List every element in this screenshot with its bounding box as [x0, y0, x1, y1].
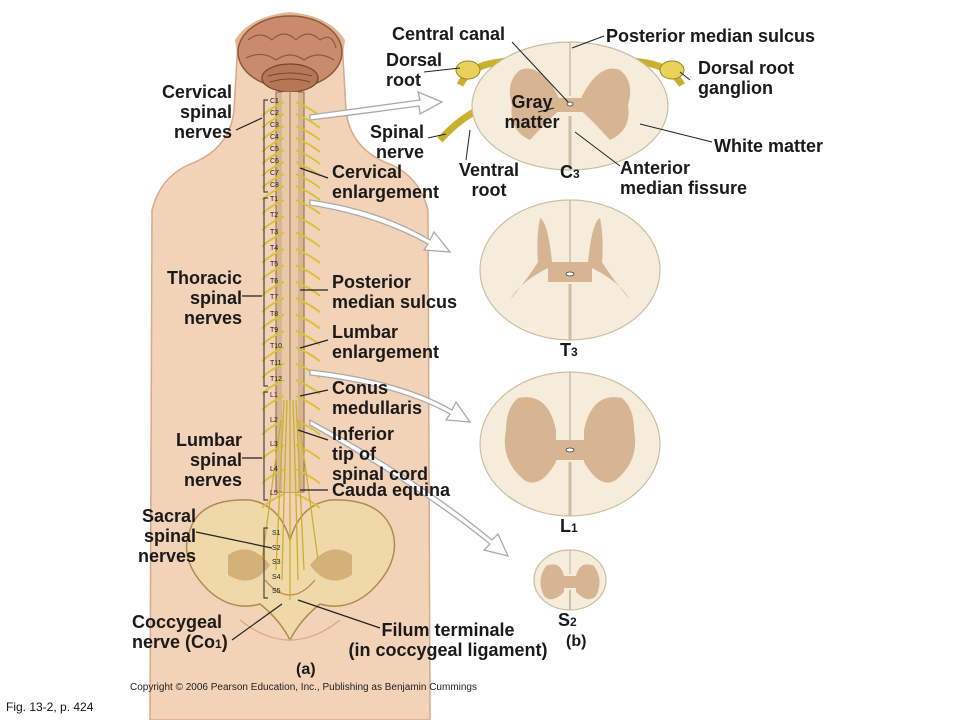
label-lumbar-spinal-nerves: Lumbar spinal nerves [175, 430, 242, 490]
label-white-matter: White matter [714, 136, 824, 156]
label-cervical-spinal-nerves: Cervical spinal nerves [161, 82, 232, 142]
label-filum-terminale: Filum terminale (in coccygeal ligament) [348, 620, 548, 660]
nerve-right-t10 [295, 346, 321, 363]
label-section-c3: C3 [560, 162, 580, 182]
segment-label-t9: T9 [270, 326, 279, 334]
nerve-right-t4 [295, 248, 321, 264]
segment-label-c6: C6 [270, 158, 279, 165]
cross-section-s2 [533, 549, 607, 611]
label-dorsal-root-ganglion: Dorsal root ganglion [698, 58, 795, 98]
c3-leaders [423, 35, 713, 167]
segment-label-c3: C3 [270, 122, 279, 129]
segment-label-l1: L1 [270, 392, 278, 399]
label-panel-b: (b) [566, 633, 587, 650]
segment-label-c5: C5 [270, 146, 279, 153]
segment-label-t3: T3 [270, 228, 279, 236]
segment-label-s5: S5 [272, 588, 281, 595]
segment-label-l4: L4 [270, 465, 278, 473]
segment-label-t1: T1 [270, 196, 279, 203]
figure-reference: Fig. 13-2, p. 424 [6, 700, 94, 714]
cross-section-c3 [437, 41, 686, 171]
nerve-right-c4 [295, 137, 321, 153]
segment-label-t10: T10 [270, 343, 283, 351]
nerve-right-t5 [295, 264, 321, 281]
nerve-right-t1 [295, 199, 321, 215]
segment-label-s1: S1 [272, 530, 281, 537]
label-spinal-nerve: Spinal nerve [369, 122, 424, 162]
nerve-right-t2 [295, 215, 321, 232]
segment-label-l2: L2 [270, 416, 278, 424]
cauda-equina [261, 399, 319, 600]
segment-label-t2: T2 [270, 212, 279, 220]
segment-label-s3: S3 [272, 559, 281, 566]
nerve-right-t8 [295, 313, 321, 330]
nerve-right-t3 [295, 231, 321, 248]
nerve-right-t6 [295, 280, 321, 297]
segment-label-s2: S2 [272, 544, 281, 552]
segment-label-s4: S4 [272, 573, 281, 581]
section-arrows [309, 90, 510, 557]
segment-label-c1: C1 [270, 98, 279, 105]
segment-label-c4: C4 [270, 134, 279, 141]
segment-label-t5: T5 [270, 261, 279, 269]
label-coccygeal-nerve: Coccygeal nerve (Co1) [132, 612, 228, 652]
nerve-right-l2 [295, 419, 321, 436]
label-lumbar-enlargement: Lumbar enlargement [332, 322, 440, 362]
nerve-right-l1 [295, 395, 321, 411]
label-posterior-median-sulcus-c3: Posterior median sulcus [606, 26, 816, 46]
nerve-right-l4 [295, 468, 321, 485]
label-cauda-equina: Cauda equina [332, 480, 451, 500]
nerve-left-l5 [261, 493, 285, 509]
nerve-right-t9 [295, 329, 321, 346]
nerve-right-c5 [295, 149, 321, 165]
segment-label-c8: C8 [270, 182, 279, 189]
segment-label-l3: L3 [270, 441, 278, 448]
nerve-right-c2 [295, 113, 321, 129]
label-dorsal-root: Dorsal root [386, 50, 443, 90]
segment-label-c2: C2 [270, 110, 279, 117]
leader-lines [195, 117, 381, 641]
segment-label-t11: T11 [270, 359, 282, 367]
segment-label-l5: L5 [270, 490, 278, 497]
nerve-right-c7 [295, 173, 321, 189]
label-ventral-root: Ventral root [458, 160, 520, 200]
label-section-t3: T3 [560, 340, 578, 360]
label-thoracic-spinal-nerves: Thoracic spinal nerves [166, 268, 242, 328]
segment-label-t6: T6 [270, 277, 279, 285]
segment-label-t8: T8 [270, 310, 279, 318]
nerve-right-t7 [295, 297, 321, 313]
label-section-s2: S2 [558, 610, 577, 630]
label-cervical-enlargement: Cervical enlargement [332, 162, 440, 202]
segment-label-t12: T12 [270, 376, 283, 383]
label-inferior-tip: Inferior tip of spinal cord [332, 424, 429, 484]
label-section-l1: L1 [560, 516, 578, 536]
label-anterior-median-fissure: Anterior median fissure [620, 158, 748, 198]
nerve-right-l5 [295, 493, 321, 509]
label-gray-matter: Gray matter [504, 92, 560, 132]
label-posterior-median-sulcus: Posterior median sulcus [332, 272, 458, 312]
label-central-canal: Central canal [392, 24, 506, 44]
segment-brackets [263, 99, 268, 599]
label-sacral-spinal-nerves: Sacral spinal nerves [137, 506, 196, 566]
segment-label-c7: C7 [270, 170, 279, 177]
cross-section-l1 [479, 371, 661, 517]
segment-label-t7: T7 [270, 294, 279, 302]
nerve-right-c8 [295, 185, 321, 201]
cross-section-t3 [479, 199, 661, 341]
nerve-right-c3 [295, 125, 321, 141]
label-panel-a: (a) [296, 661, 316, 678]
label-conus-medullaris: Conus medullaris [332, 378, 423, 418]
brain [237, 15, 343, 93]
segment-label-t4: T4 [270, 245, 279, 253]
copyright-notice: Copyright © 2006 Pearson Education, Inc.… [130, 682, 477, 693]
